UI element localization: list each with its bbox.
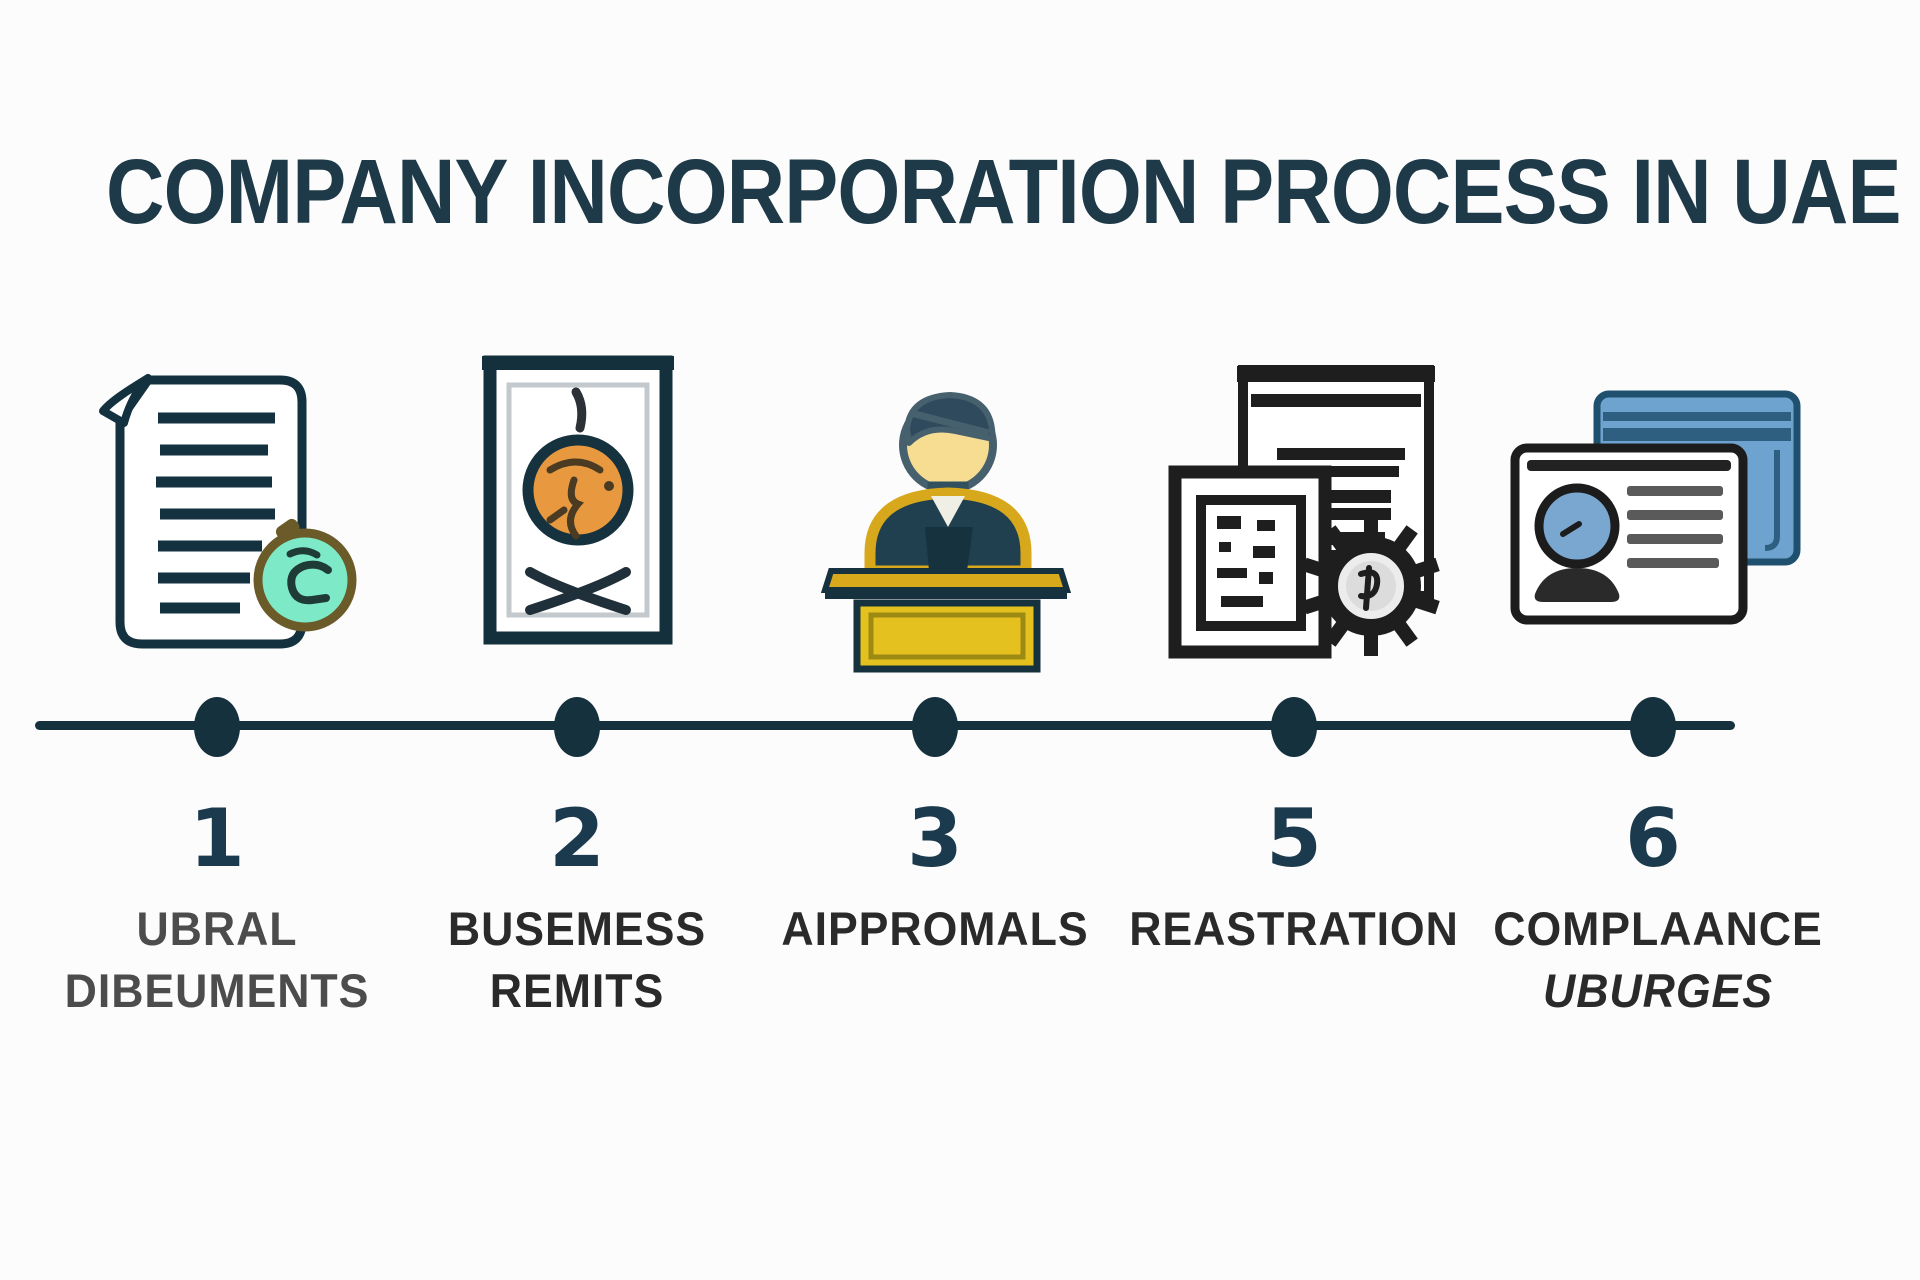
document-clock-icon (90, 358, 360, 658)
step-label-line1: UBRAL (136, 902, 298, 955)
step-label: UBRAL DIBEUMENTS (18, 898, 417, 1022)
step-label-line1: REASTRATION (1129, 902, 1459, 955)
step-label-line2: REMITS (489, 964, 665, 1017)
step-label-line1: COMPLAANCE (1493, 902, 1823, 955)
timeline-dot (912, 697, 958, 757)
timeline-dot (1630, 697, 1676, 757)
step-number: 3 (907, 792, 963, 885)
timeline-dot (1271, 697, 1317, 757)
step-label: BUSEMESS REMITS (378, 898, 777, 1022)
step-number: 2 (549, 792, 605, 885)
timeline-dot (194, 697, 240, 757)
step-label-line2: UBURGES (1543, 964, 1773, 1017)
step-label-line1: BUSEMESS (447, 902, 707, 955)
step-number: 1 (189, 792, 245, 885)
step-number: 6 (1625, 792, 1681, 885)
step-label: REASTRATION (1095, 898, 1494, 960)
certificate-seal-icon (478, 348, 678, 648)
step-label-line1: AIPPROMALS (781, 902, 1089, 955)
timeline-dot (554, 697, 600, 757)
step-label: COMPLAANCE UBURGES (1459, 898, 1858, 1022)
step-number: 5 (1266, 792, 1322, 885)
registration-documents-gear-icon (1165, 360, 1445, 660)
page-title: COMPANY INCORPORATION PROCESS IN UAE (106, 141, 1901, 243)
id-cards-icon (1505, 388, 1805, 628)
timeline-line (35, 721, 1735, 730)
step-label: AIPPROMALS (736, 898, 1135, 960)
step-label-line2: DIBEUMENTS (64, 964, 370, 1017)
approval-podium-icon (815, 375, 1075, 675)
